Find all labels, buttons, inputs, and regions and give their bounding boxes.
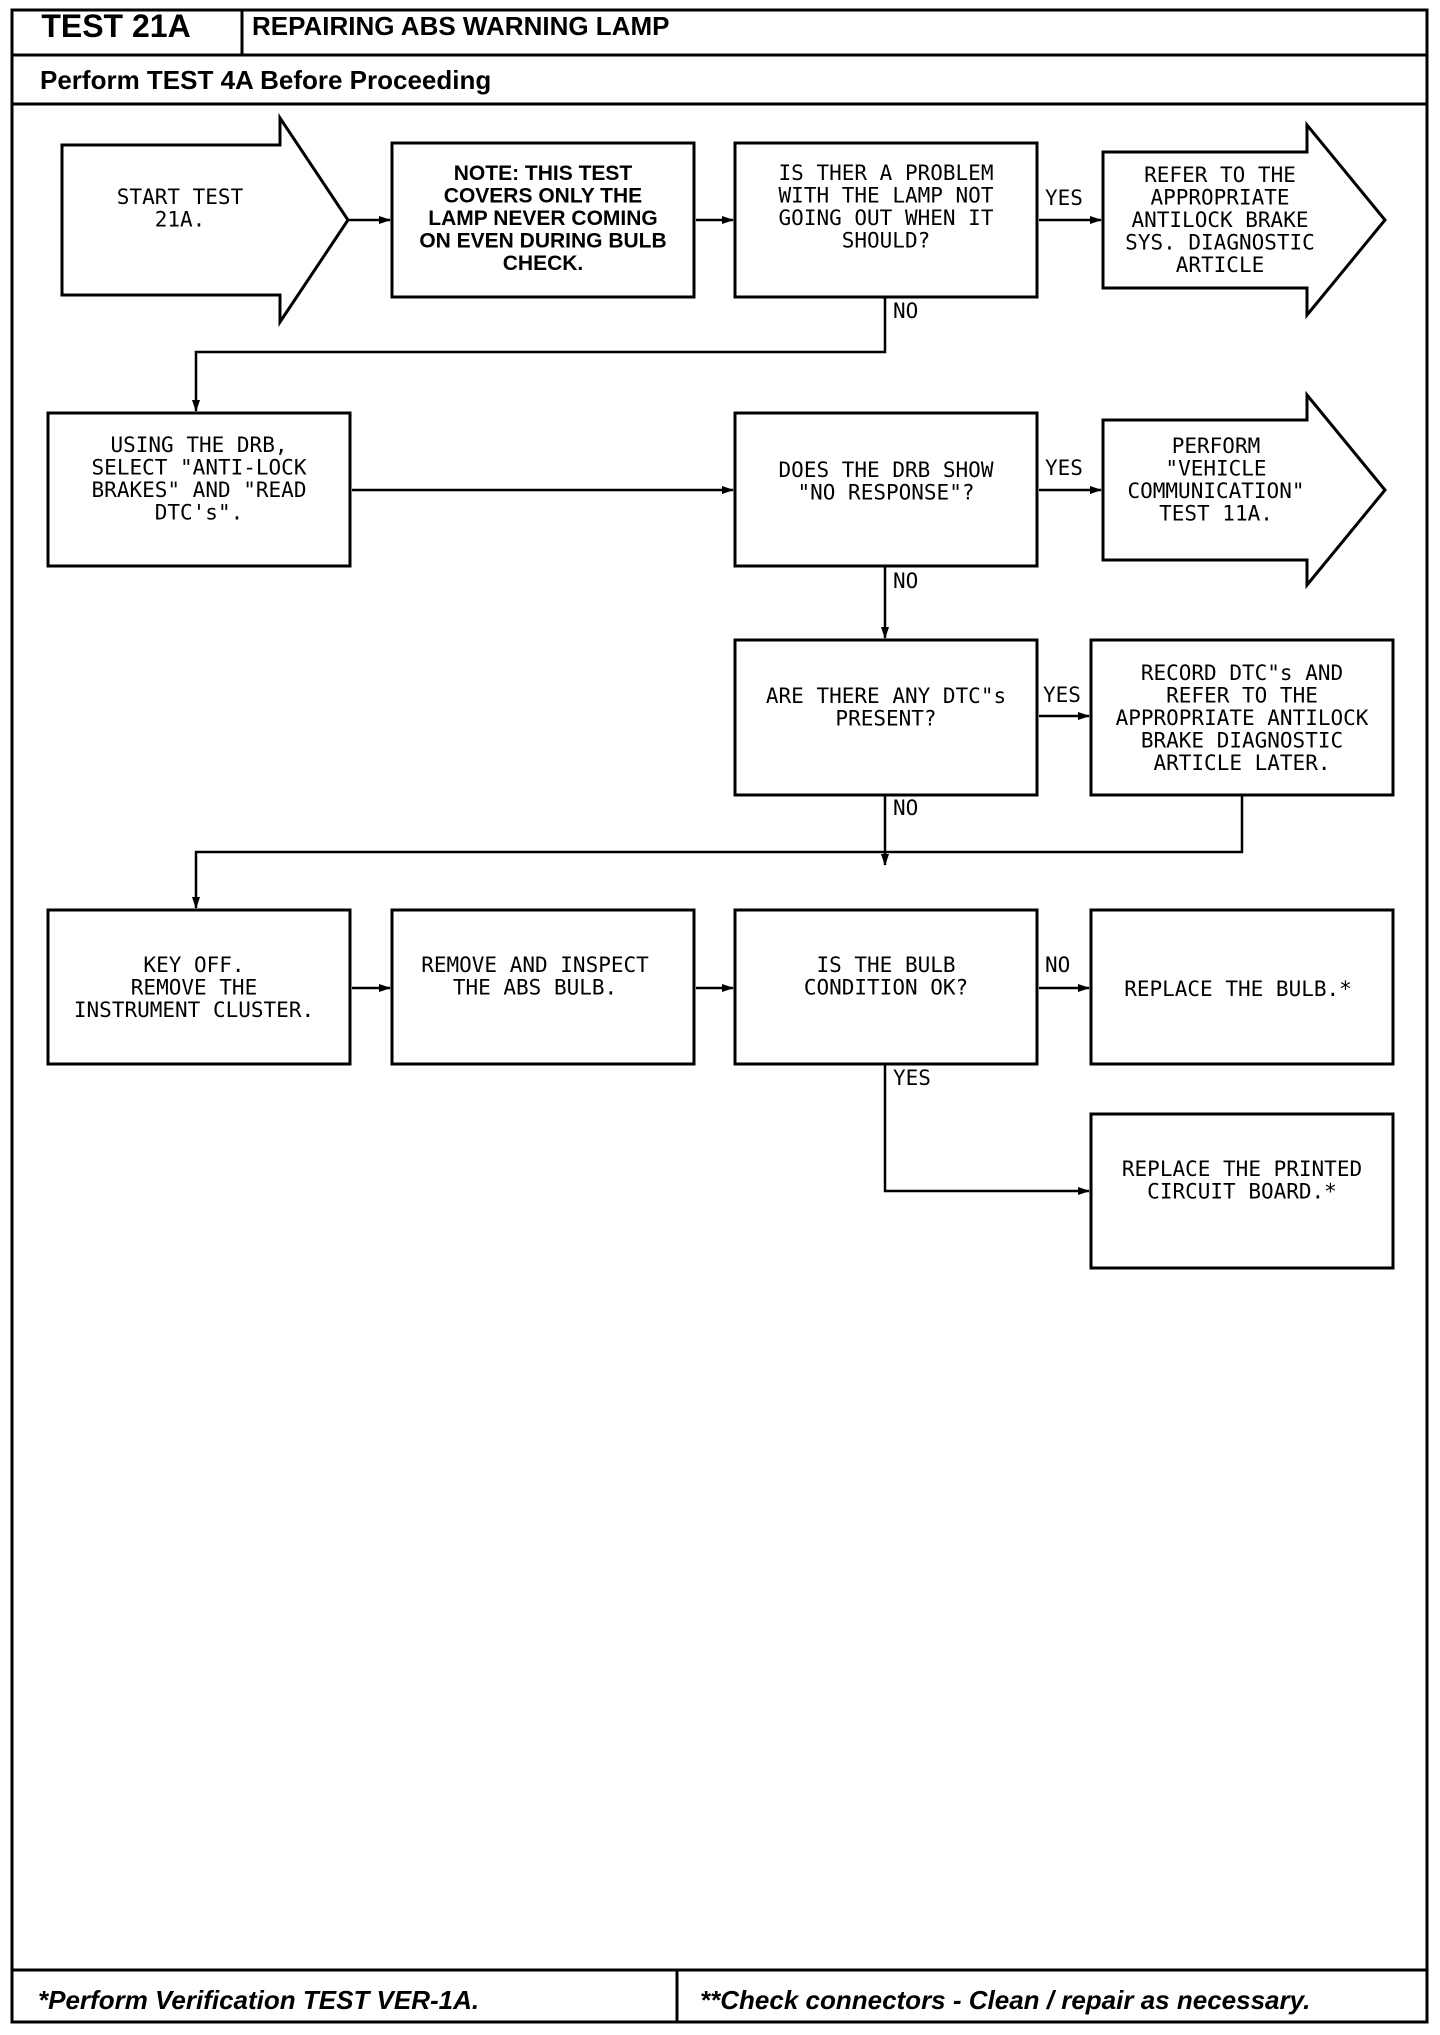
- page-frame: [10, 8, 1429, 2024]
- dtc-decision-box: [733, 638, 1039, 797]
- node-text-line: IS THE BULB: [816, 953, 955, 977]
- node-text-line: PRESENT?: [835, 707, 936, 731]
- note-box: [390, 141, 696, 299]
- drb-question-text: DOES THE DRB SHOW"NO RESPONSE"?: [779, 458, 994, 505]
- node-text-line: REPLACE THE BULB.*: [1124, 977, 1352, 1001]
- label-dtc-no: NO: [893, 796, 918, 820]
- node-text-line: LAMP NEVER COMING: [428, 207, 657, 230]
- connector-to-key-off: [192, 850, 885, 909]
- node-text-line: RECORD DTC"s AND: [1141, 661, 1343, 685]
- node-text-line: START TEST: [117, 185, 244, 209]
- node-text-line: REMOVE THE: [131, 976, 257, 1000]
- replace-bulb-text: REPLACE THE BULB.*: [1124, 977, 1352, 1001]
- page-title: REPAIRING ABS WARNING LAMP: [252, 10, 670, 41]
- node-text-line: BRAKE DIAGNOSTIC: [1141, 729, 1343, 753]
- node-text-line: ON EVEN DURING BULB: [419, 230, 666, 253]
- connector-record-return: [885, 795, 1244, 854]
- node-text-line: "NO RESPONSE"?: [797, 481, 974, 505]
- node-text-line: PERFORM: [1172, 434, 1261, 458]
- node-text-line: TEST 11A.: [1159, 502, 1273, 526]
- node-text-line: THE ABS BULB.: [453, 976, 617, 1000]
- node-text-line: ARE THERE ANY DTC"s: [766, 684, 1006, 708]
- connector-question-no: [192, 297, 887, 412]
- node-text-line: INSTRUMENT CLUSTER.: [74, 998, 314, 1022]
- node-text-line: SHOULD?: [842, 229, 931, 253]
- label-drb-yes: YES: [1045, 456, 1083, 480]
- node-text-line: REFER TO THE: [1144, 163, 1296, 187]
- footer-connector-note: **Check connectors - Clean / repair as n…: [700, 1984, 1311, 2015]
- label-dtc-yes: YES: [1043, 683, 1081, 707]
- node-text-line: NOTE: THIS TEST: [454, 162, 633, 185]
- node-text-line: DTC's".: [155, 501, 244, 525]
- test-id: TEST 21A: [41, 7, 191, 44]
- label-drb-no: NO: [893, 569, 918, 593]
- node-text-line: GOING OUT WHEN IT: [779, 206, 994, 230]
- node-text-line: BRAKES" AND "READ: [92, 478, 307, 502]
- use-drb-box: [46, 411, 352, 568]
- label-problem-no: NO: [893, 299, 918, 323]
- vehicle-communication-arrow: [1101, 390, 1387, 590]
- node-text-line: 21A.: [155, 208, 206, 232]
- node-text-line: APPROPRIATE: [1150, 186, 1289, 210]
- node-text-line: REMOVE AND INSPECT: [421, 953, 649, 977]
- bulb-decision-box: [733, 908, 1039, 1066]
- node-text-line: REPLACE THE PRINTED: [1122, 1157, 1362, 1181]
- node-text-line: ARTICLE LATER.: [1153, 751, 1330, 775]
- node-text-line: REFER TO THE: [1166, 684, 1318, 708]
- replace-circuit-board-box: [1089, 1112, 1395, 1270]
- node-text-line: ANTILOCK BRAKE: [1131, 208, 1308, 232]
- node-text-line: DOES THE DRB SHOW: [779, 458, 994, 482]
- footer-verification-note: *Perform Verification TEST VER-1A.: [38, 1984, 480, 2015]
- key-off-box: [46, 908, 352, 1066]
- label-bulb-yes: YES: [893, 1066, 931, 1090]
- node-text-line: COMMUNICATION": [1127, 479, 1304, 503]
- node-text-line: SELECT "ANTI-LOCK: [92, 456, 307, 480]
- node-text-line: COVERS ONLY THE: [444, 185, 642, 208]
- label-bulb-no: NO: [1045, 953, 1070, 977]
- node-text-line: USING THE DRB,: [110, 433, 287, 457]
- node-text-line: ARTICLE: [1176, 253, 1265, 277]
- refer-abs-arrow: [1101, 120, 1387, 320]
- start-test-arrow: [60, 113, 350, 327]
- node-text-line: CONDITION OK?: [804, 976, 968, 1000]
- node-text-line: "VEHICLE: [1165, 457, 1266, 481]
- node-text-line: KEY OFF.: [143, 953, 244, 977]
- node-text-line: WITH THE LAMP NOT: [779, 184, 994, 208]
- node-text-line: IS THER A PROBLEM: [779, 161, 994, 185]
- node-text-line: SYS. DIAGNOSTIC: [1125, 231, 1315, 255]
- node-text-line: APPROPRIATE ANTILOCK: [1116, 706, 1369, 730]
- node-text-line: CIRCUIT BOARD.*: [1147, 1180, 1337, 1204]
- prerequisite-note: Perform TEST 4A Before Proceeding: [40, 64, 492, 95]
- inspect-bulb-box: [390, 908, 696, 1066]
- label-problem-yes: YES: [1045, 186, 1083, 210]
- connector-bulb-yes: [883, 1064, 1090, 1195]
- node-text-line: CHECK.: [503, 252, 584, 275]
- record-dtc-box: [1089, 638, 1395, 797]
- replace-bulb-box: [1089, 908, 1395, 1066]
